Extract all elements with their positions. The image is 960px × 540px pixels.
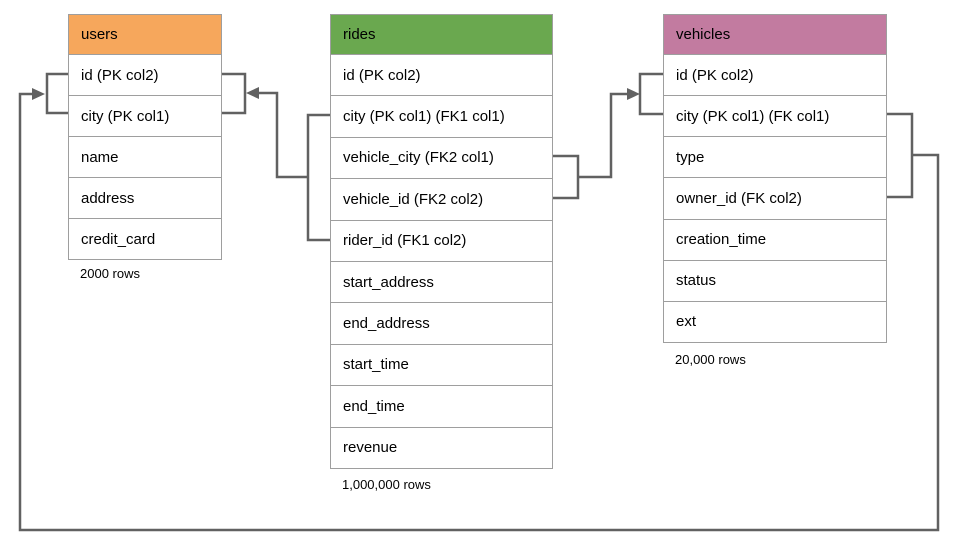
rides-left-bracket (306, 113, 330, 242)
users-column-name: name (69, 136, 221, 177)
rides-column-start-address: start_address (331, 260, 552, 303)
table-vehicles: vehicles id (PK col2) city (PK col1) (FK… (663, 14, 887, 343)
users-left-bracket (45, 72, 68, 115)
connector-path (250, 91, 308, 179)
connector-rides-to-users (222, 72, 330, 242)
vehicles-left-bracket (638, 72, 663, 116)
table-vehicles-header: vehicles (664, 15, 886, 54)
rides-column-end-time: end_time (331, 385, 552, 427)
users-row-count: 2000 rows (80, 266, 140, 281)
vehicles-column-city: city (PK col1) (FK col1) (664, 95, 886, 137)
table-users: users id (PK col2) city (PK col1) name a… (68, 14, 222, 260)
connector-rides-to-vehicles (553, 72, 663, 200)
users-column-credit-card: credit_card (69, 218, 221, 259)
vehicles-row-count: 20,000 rows (675, 352, 746, 367)
rides-column-city: city (PK col1) (FK1 col1) (331, 95, 552, 137)
rides-row-count: 1,000,000 rows (342, 477, 431, 492)
rides-column-rider-id: rider_id (FK1 col2) (331, 219, 552, 261)
table-rides: rides id (PK col2) city (PK col1) (FK1 c… (330, 14, 553, 469)
rides-column-id: id (PK col2) (331, 54, 552, 96)
rides-column-end-address: end_address (331, 302, 552, 344)
users-column-address: address (69, 177, 221, 218)
users-column-city: city (PK col1) (69, 95, 221, 136)
vehicles-column-ext: ext (664, 300, 886, 342)
vehicles-column-status: status (664, 259, 886, 301)
table-users-header: users (69, 15, 221, 54)
arrowhead-into-users-left (32, 88, 45, 100)
connector-path (18, 92, 940, 532)
rides-column-revenue: revenue (331, 426, 552, 468)
table-rides-header: rides (331, 15, 552, 54)
vehicles-column-id: id (PK col2) (664, 54, 886, 96)
rides-column-vehicle-city: vehicle_city (FK2 col1) (331, 136, 552, 179)
connector-vehicles-to-users (18, 72, 940, 532)
connector-path (578, 92, 636, 179)
vehicles-column-creation-time: creation_time (664, 218, 886, 260)
arrowhead-into-users (246, 87, 259, 99)
rides-right-bracket (553, 154, 580, 200)
users-column-id: id (PK col2) (69, 54, 221, 95)
rides-column-start-time: start_time (331, 343, 552, 386)
vehicles-column-owner-id: owner_id (FK col2) (664, 177, 886, 219)
arrowhead-into-vehicles (627, 88, 640, 100)
users-right-bracket (222, 72, 247, 115)
vehicles-right-bracket (887, 112, 914, 199)
rides-column-vehicle-id: vehicle_id (FK2 col2) (331, 178, 552, 220)
vehicles-column-type: type (664, 136, 886, 178)
